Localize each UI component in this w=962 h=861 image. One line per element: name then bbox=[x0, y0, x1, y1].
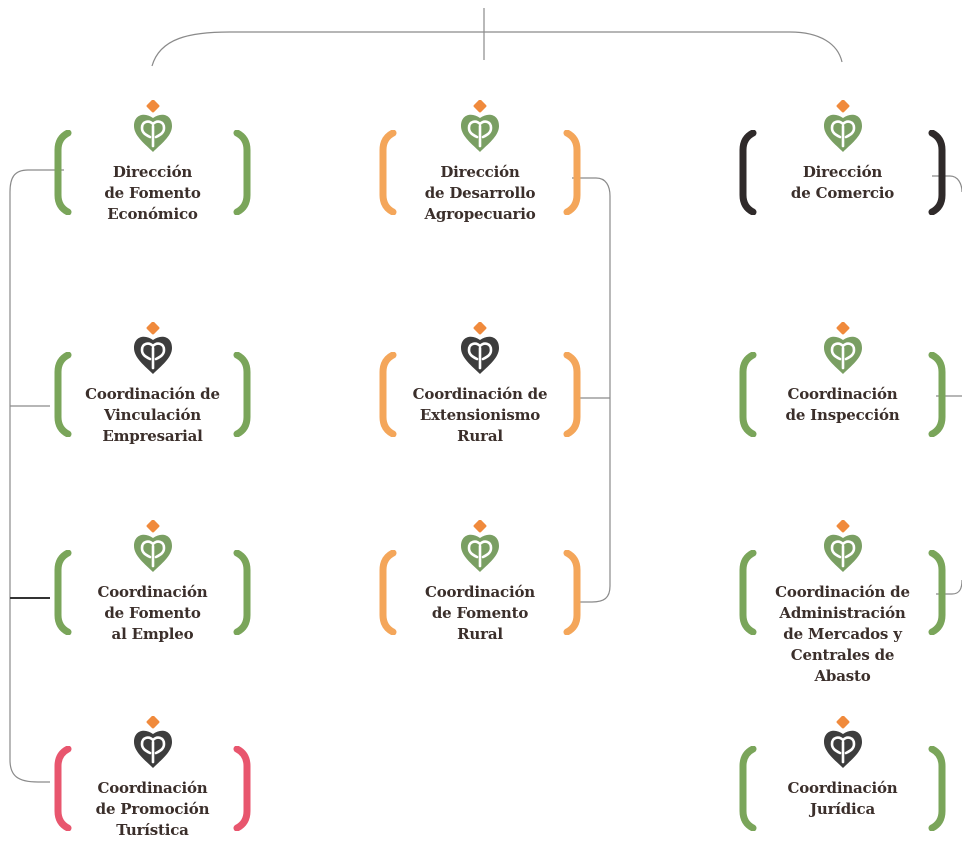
right-bracket bbox=[233, 746, 251, 831]
node-title-line: de Mercados y bbox=[783, 625, 902, 643]
node-title-line: de Fomento bbox=[431, 604, 529, 622]
right-bracket bbox=[563, 550, 581, 635]
node-title: Coordinación de Administración de Mercados… bbox=[745, 582, 940, 687]
org-node-coord-fomento-empleo: Coordinación de Fomento al Empleo bbox=[54, 520, 251, 665]
left-bracket bbox=[739, 352, 757, 437]
node-title-line: Turística bbox=[116, 821, 189, 839]
node-title-line: Extensionismo bbox=[419, 406, 541, 424]
node-title-line: Coordinación bbox=[424, 583, 535, 601]
leaf-heart-logo-icon bbox=[823, 716, 862, 768]
right-bracket bbox=[563, 352, 581, 437]
node-title-line: Dirección bbox=[440, 163, 520, 181]
node-title-line: de Inspección bbox=[785, 406, 900, 424]
node-title: Coordinación de Fomento al Empleo bbox=[60, 582, 245, 645]
left-bracket bbox=[54, 352, 72, 437]
node-title-line: de Comercio bbox=[790, 184, 895, 202]
org-node-coord-admin-mercados: Coordinación de Administración de Mercados… bbox=[739, 520, 946, 685]
node-title-line: Rural bbox=[457, 427, 503, 445]
left-bracket bbox=[739, 746, 757, 831]
right-bracket bbox=[233, 352, 251, 437]
left-bracket bbox=[739, 550, 757, 635]
leaf-heart-logo-icon bbox=[823, 322, 862, 374]
org-node-direccion-comercio: Dirección de Comercio bbox=[739, 100, 946, 245]
leaf-heart-logo-icon bbox=[461, 100, 499, 152]
node-title-line: Económico bbox=[107, 205, 198, 223]
org-node-coord-inspeccion: Coordinación de Inspección bbox=[739, 322, 946, 467]
node-title-line: Centrales de bbox=[790, 646, 895, 664]
leaf-heart-logo-icon bbox=[823, 520, 862, 572]
node-title-line: Dirección bbox=[802, 163, 883, 181]
node-title: Dirección de Comercio bbox=[745, 162, 940, 204]
left-bracket bbox=[739, 130, 757, 215]
left-bracket bbox=[54, 550, 72, 635]
node-title-line: de Fomento bbox=[104, 184, 201, 202]
right-bracket bbox=[928, 352, 946, 437]
node-title-line: de Desarrollo bbox=[424, 184, 536, 202]
node-title-line: Administración bbox=[779, 604, 906, 622]
node-title-line: Abasto bbox=[814, 667, 871, 685]
leaf-heart-logo-icon bbox=[133, 322, 172, 374]
node-title-line: de Fomento bbox=[104, 604, 201, 622]
leaf-heart-logo-icon bbox=[133, 716, 172, 768]
leaf-heart-logo-icon bbox=[133, 520, 172, 572]
right-bracket bbox=[233, 130, 251, 215]
node-title-line: Agropecuario bbox=[424, 205, 536, 223]
node-title-line: Coordinación bbox=[787, 779, 898, 797]
node-title-line: Coordinación de bbox=[775, 583, 910, 601]
right-bracket bbox=[928, 746, 946, 831]
left-bracket bbox=[379, 130, 397, 215]
node-title-line: al Empleo bbox=[111, 625, 194, 643]
node-title-line: Dirección bbox=[112, 163, 193, 181]
leaf-heart-logo-icon bbox=[823, 100, 862, 152]
left-bracket bbox=[379, 550, 397, 635]
node-title-line: Coordinación bbox=[97, 779, 208, 797]
leaf-heart-logo-icon bbox=[461, 322, 499, 374]
node-title: Coordinación de Inspección bbox=[745, 384, 940, 426]
left-bracket bbox=[54, 746, 72, 831]
node-title-line: Jurídica bbox=[809, 800, 876, 818]
node-title-line: Rural bbox=[457, 625, 503, 643]
node-title-line: Coordinación de bbox=[85, 385, 220, 403]
node-title-line: de Promoción bbox=[95, 800, 210, 818]
node-title-line: Coordinación bbox=[787, 385, 898, 403]
leaf-heart-logo-icon bbox=[461, 520, 499, 572]
node-title-line: Empresarial bbox=[102, 427, 203, 445]
left-bracket bbox=[54, 130, 72, 215]
leaf-heart-logo-icon bbox=[133, 100, 172, 152]
right-bracket bbox=[233, 550, 251, 635]
node-title-line: Coordinación de bbox=[412, 385, 548, 403]
node-title-line: Vinculación bbox=[104, 406, 201, 424]
right-bracket bbox=[928, 550, 946, 635]
node-title-line: Coordinación bbox=[97, 583, 208, 601]
right-bracket bbox=[563, 130, 581, 215]
right-bracket bbox=[928, 130, 946, 215]
left-bracket bbox=[379, 352, 397, 437]
